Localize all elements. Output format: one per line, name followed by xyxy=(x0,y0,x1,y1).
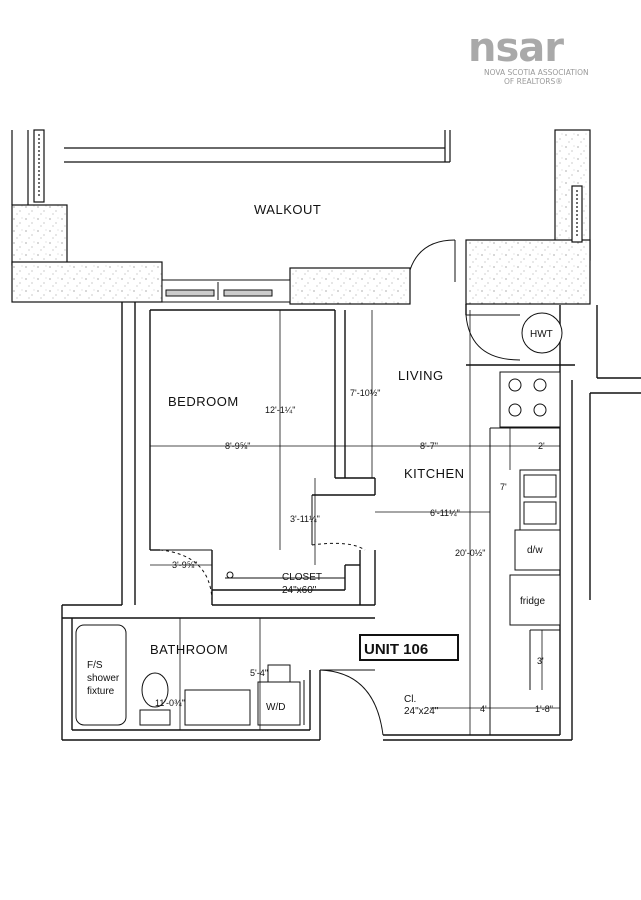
shower-label-3: fixture xyxy=(87,686,115,697)
hwt-label: HWT xyxy=(530,329,553,340)
washer-dryer xyxy=(257,681,301,726)
dimension-lines xyxy=(150,310,560,735)
kitchen-fixtures xyxy=(489,312,563,735)
cl-label-1: Cl. xyxy=(404,694,416,705)
dim-kitchen-counter: 2' xyxy=(538,441,545,451)
nsar-logo: nsar NOVA SCOTIA ASSOCIATION OF REALTORS… xyxy=(468,28,618,103)
cl-label-2: 24"x24" xyxy=(404,706,439,717)
hwt-tank xyxy=(521,312,563,354)
wd-label: W/D xyxy=(266,702,285,713)
logo-line1: NOVA SCOTIA ASSOCIATION xyxy=(484,68,589,77)
dw-label: d/w xyxy=(527,545,543,556)
foundation-wall-left-bottom xyxy=(11,261,163,303)
dim-bedroom-depth: 12'-1¼" xyxy=(265,405,295,415)
dim-bedroom-door: 3'-9⅝" xyxy=(172,560,197,570)
dishwasher xyxy=(514,529,561,571)
dim-cl-side: 1'-8" xyxy=(535,704,553,714)
logo-mark: nsar xyxy=(468,25,564,71)
foundation-wall-right xyxy=(465,239,591,305)
dim-living-width: 8'-7" xyxy=(420,441,438,451)
logo-line2: OF REALTORS® xyxy=(504,77,563,86)
door-swings xyxy=(159,239,521,736)
foundation-wall-mid xyxy=(289,267,411,305)
dim-living-depth: 7'-10½" xyxy=(350,388,380,398)
room-bedroom: BEDROOM xyxy=(168,394,239,409)
dim-cl-width: 4' xyxy=(480,704,487,714)
room-walkout: WALKOUT xyxy=(254,202,321,217)
shower xyxy=(75,624,127,726)
toilet xyxy=(141,672,169,708)
bathroom-fixtures xyxy=(75,624,305,726)
range xyxy=(499,371,561,428)
dim-unit-depth: 20'-0½" xyxy=(455,548,485,558)
dim-kitchen-depth: 7' xyxy=(500,482,507,492)
unit-label: UNIT 106 xyxy=(364,641,428,658)
closet-label-2: 24"x60" xyxy=(282,585,317,596)
dim-bath-width: 5'-4" xyxy=(250,668,268,678)
unit-label-box xyxy=(359,634,459,661)
dim-counter-depth: 3' xyxy=(537,656,544,666)
fridge xyxy=(509,574,561,626)
shower-label-1: F/S xyxy=(87,660,103,671)
dim-kitchen-width: 6'-11¼" xyxy=(430,508,460,518)
shower-label-2: shower xyxy=(87,673,120,684)
dim-bath-depth: 11'-0¾" xyxy=(155,698,185,708)
vanity xyxy=(184,689,251,726)
room-kitchen: KITCHEN xyxy=(404,466,465,481)
foundation-wall-left-upper xyxy=(11,204,68,266)
room-bathroom: BATHROOM xyxy=(150,642,228,657)
room-living: LIVING xyxy=(398,368,444,383)
closet-hook xyxy=(226,571,234,579)
closet-label-1: CLOSET xyxy=(282,572,322,583)
foundation-walls xyxy=(11,129,591,305)
fridge-label: fridge xyxy=(520,596,545,607)
dim-closet-depth: 3'-11¼" xyxy=(290,514,320,524)
dim-bedroom-width: 8'-9⅝" xyxy=(225,441,250,451)
bedroom-window xyxy=(161,279,291,303)
walkout-outline xyxy=(11,129,583,243)
